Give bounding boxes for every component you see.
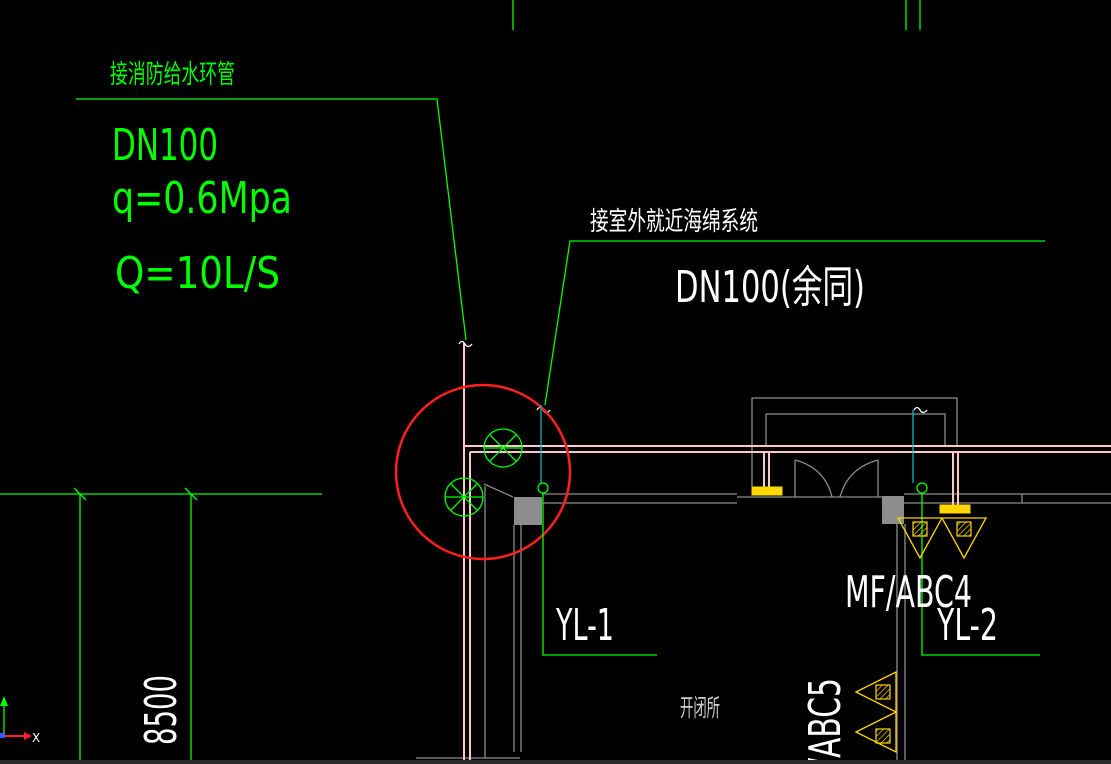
- revision-circle: [394, 383, 572, 561]
- column-left: [514, 497, 542, 525]
- riser-1-leader: [542, 493, 657, 656]
- valve-left: [751, 486, 783, 496]
- riser-1-icon: [537, 482, 549, 494]
- riser-2-leader: [921, 493, 1040, 656]
- sprinkler-icon: [483, 428, 523, 468]
- riser-1-label: YL-1: [555, 600, 614, 651]
- dimension-text: 8500: [136, 675, 187, 745]
- top-grid-lines: [512, 0, 921, 30]
- wall-lines: [416, 483, 1111, 764]
- ucs-x-label: X: [32, 731, 40, 745]
- ucs-icon: [0, 696, 32, 740]
- pipe-size-note: DN100(余同): [675, 262, 865, 313]
- fire-ring-leader-line: [76, 98, 467, 341]
- room-name: 开闭所: [680, 694, 720, 722]
- break-mark-icon: [458, 340, 473, 348]
- column-right: [882, 496, 904, 524]
- break-mark-icon: [913, 406, 928, 414]
- sponge-label: 接室外就近海绵系统: [590, 207, 758, 237]
- sprinkler-icon: [444, 477, 484, 517]
- double-door: [794, 459, 879, 498]
- pipe-branches: [763, 452, 959, 505]
- fire-ring-label: 接消防给水环管: [110, 60, 235, 90]
- axis-grid-lines: [0, 487, 322, 764]
- extinguisher-2-label: /ABC5: [800, 678, 851, 764]
- door-frame: [751, 397, 958, 487]
- fire-extinguisher-icon: [854, 670, 897, 754]
- valve-right: [939, 504, 971, 514]
- fire-extinguisher-icon: [896, 517, 988, 560]
- flow-text: Q=10L/S: [115, 248, 280, 299]
- riser-2-label: YL-2: [936, 600, 998, 651]
- status-strip: [0, 760, 1111, 764]
- pressure-text: q=0.6Mpa: [112, 173, 292, 224]
- riser-cyan-lines: [540, 405, 914, 483]
- extinguisher-1-label: MF/ABC4: [845, 567, 972, 618]
- riser-2-icon: [916, 482, 928, 494]
- sponge-leader-line: [544, 240, 1045, 406]
- fire-water-pipe: [463, 343, 1111, 764]
- pipe-size-text: DN100: [112, 120, 218, 171]
